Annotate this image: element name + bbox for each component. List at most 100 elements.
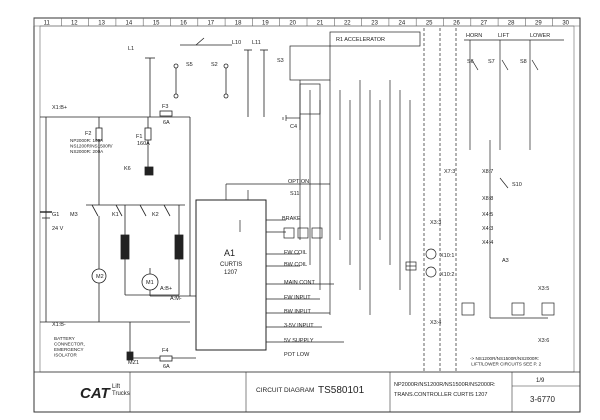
column-number: 29 — [535, 21, 542, 27]
label-f1: F1 — [136, 134, 142, 140]
label-f1-value: 160A — [137, 141, 150, 147]
label-5v-supply: 5V SUPPLY — [284, 338, 314, 344]
label-l1: L1 — [128, 46, 134, 52]
label-c4: C4 — [290, 124, 297, 130]
label-f4-value: 6A — [163, 364, 170, 370]
label-g1: G1 — [52, 212, 59, 218]
label-x1-bminus: X1:B- — [52, 322, 66, 328]
label-x3-6: X3:6 — [538, 338, 549, 344]
label-s11: S11 — [290, 191, 299, 197]
column-number: 14 — [126, 21, 133, 27]
accelerator-circuit — [239, 31, 421, 315]
label-brake: BRAKE — [282, 216, 301, 222]
label-l11: L11 — [252, 40, 261, 46]
label-horn: HORN — [466, 33, 482, 39]
drawing-area-border — [39, 25, 575, 373]
column-number: 15 — [153, 21, 160, 27]
column-number: 21 — [317, 21, 324, 27]
label-fw-input: FW INPUT — [284, 295, 311, 301]
column-number: 25 — [426, 21, 433, 27]
label-s2: S2 — [211, 62, 218, 68]
column-number: 28 — [508, 21, 515, 27]
label-m3: M3 — [70, 212, 78, 218]
label-x3-5: X3:5 — [538, 286, 549, 292]
column-number: 22 — [344, 21, 351, 27]
label-s3: S3 — [277, 58, 284, 64]
label-s8: S8 — [520, 59, 527, 65]
label-x1-bplus: X1:B+ — [52, 105, 67, 111]
sheet-number: 1/9 — [536, 378, 545, 384]
column-number: 26 — [453, 21, 460, 27]
label-a-bplus: A:B+ — [160, 286, 172, 292]
component-labels: L1 L10 L11 S5 S2 S3 S6 S7 S8 S10 S11 OPT… — [52, 33, 550, 370]
label-s7: S7 — [488, 59, 495, 65]
column-number: 17 — [207, 21, 214, 27]
label-f3-value: 6A — [163, 120, 170, 126]
column-number: 30 — [562, 21, 569, 27]
label-x4-4: X4:4 — [482, 240, 493, 246]
power-circuit — [40, 37, 268, 362]
label-a1-model: 1207 — [224, 270, 238, 276]
label-x4-5: X4:5 — [482, 212, 493, 218]
column-number: 20 — [289, 21, 296, 27]
column-number: 13 — [98, 21, 105, 27]
controller-a1 — [195, 183, 344, 351]
label-s5: S5 — [186, 62, 193, 68]
label-x10-2: X10:2 — [440, 272, 454, 278]
label-s6: S6 — [467, 59, 474, 65]
label-x4-3: X4:3 — [482, 226, 493, 232]
label-x8-8: X8:8 — [482, 196, 493, 202]
label-l10: L10 — [232, 40, 241, 46]
label-f4: F4 — [162, 348, 168, 354]
label-x7-3: X7:3 — [444, 169, 455, 175]
lift-lower-note: -> NS1200R/NS1500R/NS2000R: LIFT/LOWER C… — [470, 356, 542, 367]
label-pot-low: POT LOW — [284, 352, 310, 358]
label-3-5v-input: 3-5V INPUT — [284, 323, 314, 329]
column-number: 23 — [371, 21, 378, 27]
label-k6: K6 — [124, 166, 131, 172]
column-number: 19 — [262, 21, 269, 27]
label-s10: S10 — [512, 182, 522, 188]
label-x8-7: X8:7 — [482, 169, 493, 175]
label-bw-input: BW INPUT — [284, 309, 312, 315]
label-mz1: MZ1 — [128, 360, 139, 366]
label-x10-1: X10:1 — [440, 253, 454, 259]
brand-logo: CAT — [80, 385, 112, 402]
label-k2: K2 — [152, 212, 159, 218]
label-lift: LIFT — [498, 33, 510, 39]
drawing-number: 3-6770 — [530, 395, 555, 404]
controller-labels: A1 CURTIS 1207 — [220, 248, 242, 276]
label-x3-3: X3:3 — [430, 220, 441, 226]
label-fw-coil: FW COIL — [284, 250, 307, 256]
label-main-cont: MAIN CONT — [284, 280, 316, 286]
column-number: 16 — [180, 21, 187, 27]
label-g1-value: 24 V — [52, 226, 64, 232]
column-number: 24 — [399, 21, 406, 27]
label-m2: M2 — [96, 274, 104, 280]
label-a3: A3 — [502, 258, 509, 264]
label-bw-coil: BW COIL — [284, 262, 307, 268]
label-a1-maker: CURTIS — [220, 262, 242, 268]
column-number: 27 — [480, 21, 487, 27]
label-a1: A1 — [224, 248, 235, 258]
auxiliary-circuits — [405, 28, 564, 372]
document-number: TS580101 — [318, 385, 365, 396]
label-x3-4: X3:4 — [430, 320, 441, 326]
controller-name: TRANS.CONTROLLER CURTIS 1207 — [394, 392, 487, 398]
label-option: OPTION — [288, 179, 309, 185]
label-lower: LOWER — [530, 33, 550, 39]
label-k1: K1 — [112, 212, 119, 218]
model-list: NP2000R/NS1200R/NS1500R/NS2000R: — [394, 382, 496, 388]
diagram-title: CIRCUIT DIAGRAM — [256, 387, 314, 394]
column-number: 11 — [44, 21, 51, 27]
label-accelerator: R1 ACCELERATOR — [336, 37, 385, 43]
column-number: 12 — [71, 21, 78, 27]
label-f3: F3 — [162, 104, 168, 110]
label-m1: M1 — [146, 280, 154, 286]
